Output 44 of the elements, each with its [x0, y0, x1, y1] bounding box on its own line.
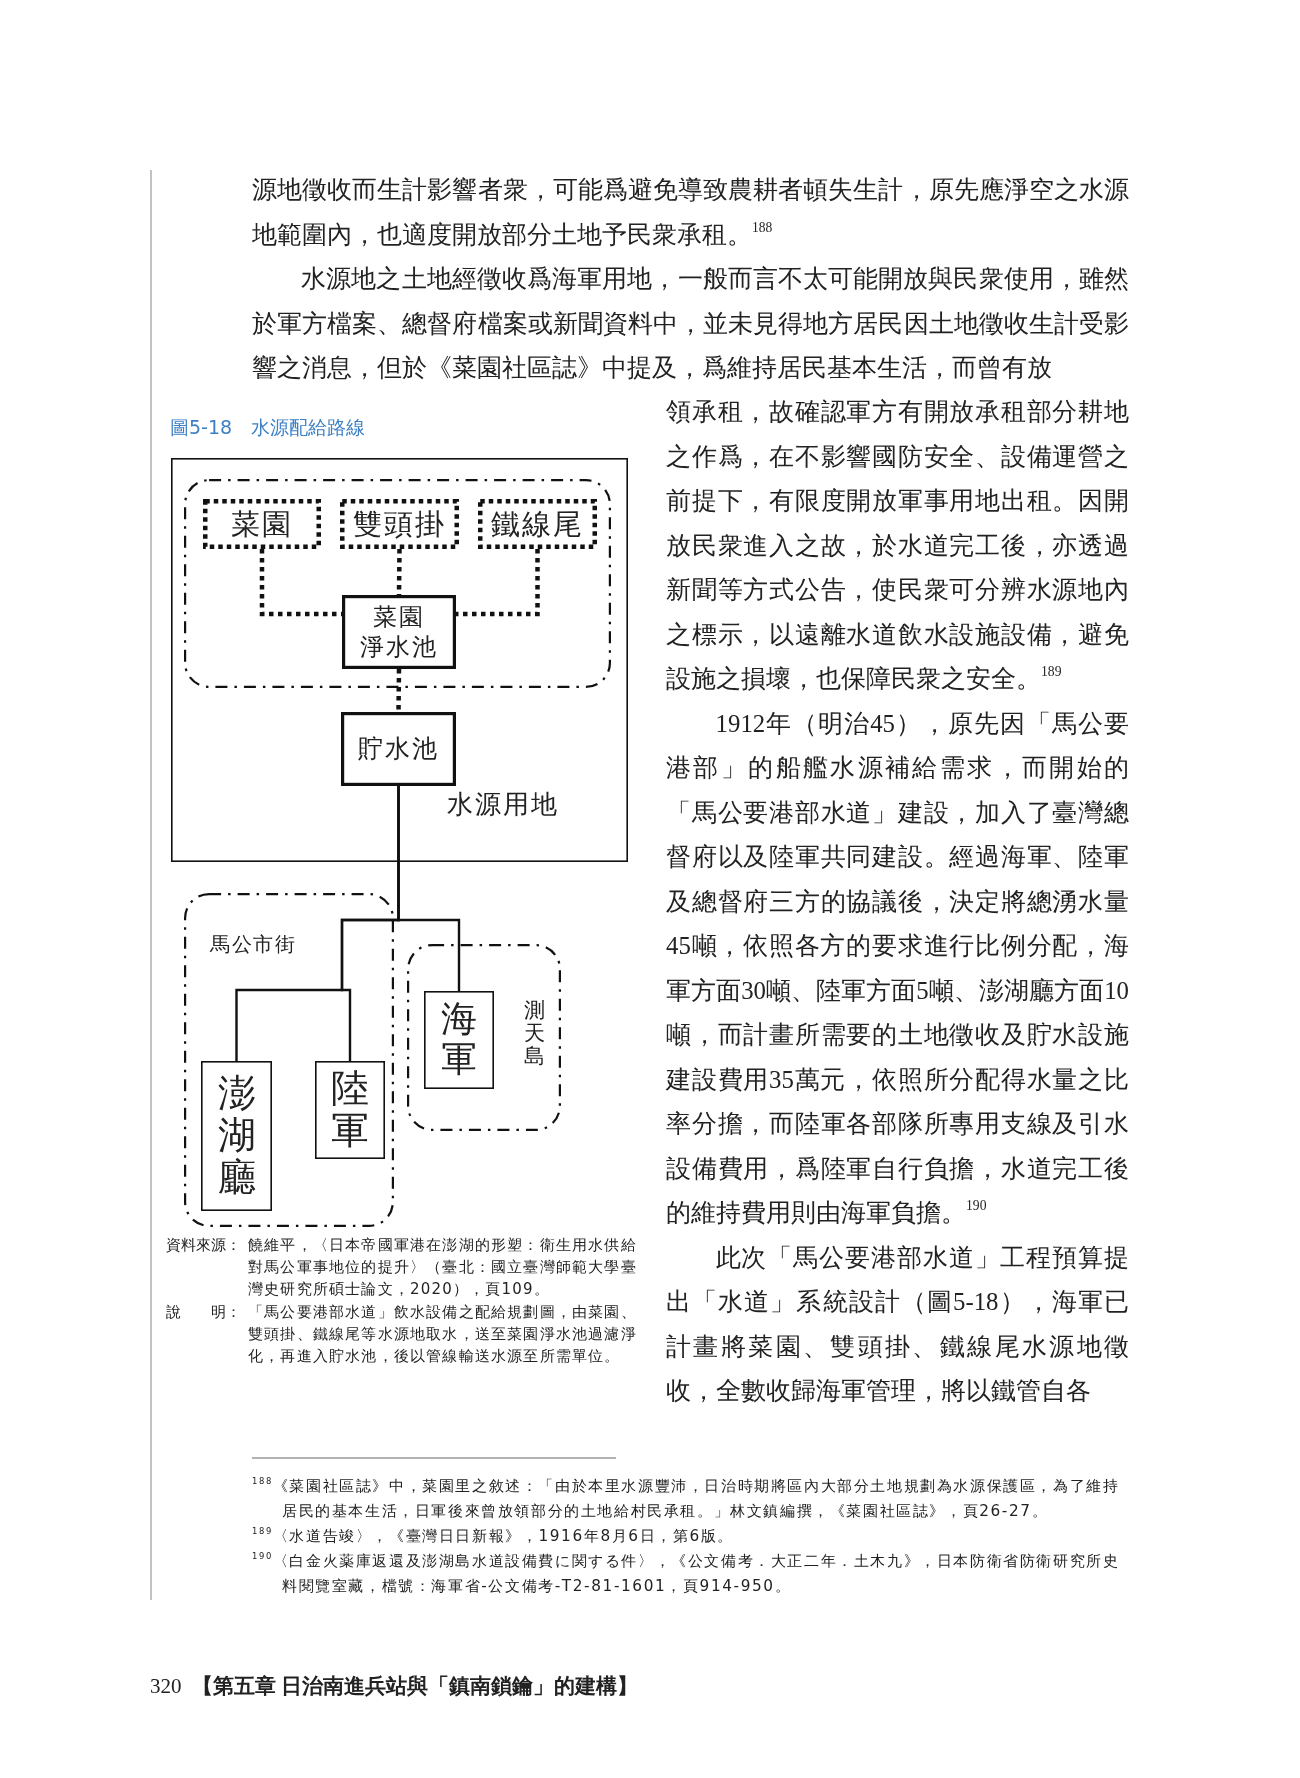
note-label: 說 明：	[166, 1302, 242, 1323]
footnote: $^{189}$〈水道告竣〉，《臺灣日日新報》，1916年8月6日，第6版。	[252, 1525, 735, 1547]
node-label: 菜園	[230, 506, 294, 542]
pipe-line	[396, 668, 402, 713]
node-label: 鐵線尾	[490, 506, 585, 542]
body-paragraph: 源地徵收而生計影響者衆，可能爲避免導致農耕者頓失生計，原先應淨空之水源地範圍內，也適度開放部分土地予民衆承租。$^{188}$	[252, 175, 1129, 250]
running-footer: 【第五章 日治南進兵站與「鎮南鎖鑰」的建構】	[191, 1672, 638, 1700]
district-region	[407, 944, 561, 1131]
dash-dot-region	[184, 479, 611, 688]
node-label: 淨水池	[360, 633, 438, 662]
pipe-line	[456, 549, 540, 617]
unit-box	[424, 991, 494, 1089]
district-region	[184, 893, 394, 1227]
land-boundary-box	[171, 458, 628, 862]
pipe-line	[397, 786, 461, 991]
body-paragraph: 領承租，故確認軍方有開放承租部分耕地之作爲，在不影響國防安全、設備運營之前提下，有限度開放軍事用地出租。因開放民衆進入之故，於水道完工後，亦透過新聞等方式公告，使民衆可分辨水源地內之標示，以遠離水道飲水設施設備，避免設施之損壞，也保障民衆之安全。$^{189}$	[666, 397, 1129, 694]
unit-box	[315, 1061, 385, 1159]
node-label: 水源用地	[447, 789, 560, 821]
footnote: $^{188}$《菜園社區誌》中，菜園里之敘述：「由於本里水源豐沛，日治時期將區內大部分土地規劃為水源保護區，為了維持居民的基本生活，日軍後來曾放領部分的土地給村民承租。」林文鎮編撰，《菜園社區誌》，頁26-27。	[252, 1475, 1121, 1522]
body-paragraph: 水源地之土地經徵收爲海軍用地，一般而言不太可能開放與民衆使用，雖然於軍方檔案、總督府檔案或新聞資料中，並未見得地方居民因土地徵收生計受影響之消息，但於《菜園社區誌》中提及，爲維持居民基本生活，而曾有放	[252, 264, 1129, 383]
node-label: 海軍	[441, 1000, 477, 1080]
water-source-box	[340, 499, 459, 549]
body-paragraph: 此次「馬公要港部水道」工程預算提出「水道」系統設計（圖5-18），海軍已計畫將菜園、雙頭掛、鐵線尾水源地徵收，全數收歸海軍管理，將以鐵管自各	[666, 1242, 1129, 1406]
node-label: 陸軍	[331, 1068, 369, 1152]
figure-title: 圖5-18 水源配給路線	[170, 415, 366, 440]
filter-tank-box	[342, 595, 456, 669]
source-label: 資料來源：	[166, 1235, 242, 1256]
pipe-line	[259, 549, 342, 617]
footnote: $^{190}$〈白金火薬庫返還及澎湖島水道設備費に関する件〉，《公文備考．大正二年．土木九》，日本防衛省防衛研究所史料閱覽室藏，檔號：海軍省-公文備考-T2-81-1601，頁914-950。	[252, 1550, 1121, 1597]
pipe-line	[396, 548, 402, 596]
node-label: 馬公市街	[210, 932, 297, 957]
node-label: 菜園	[373, 603, 425, 632]
node-label: 澎湖廳	[217, 1073, 256, 1199]
unit-box	[201, 1061, 272, 1211]
node-label: 雙頭掛	[352, 506, 447, 542]
source-text: 饒維平，〈日本帝國軍港在澎湖的形塑：衛生用水供給對馬公軍事地位的提升〉（臺北：國立臺灣師範大學臺灣史研究所碩士論文，2020），頁109。	[248, 1235, 638, 1300]
body-paragraph: 1912年（明治45），原先因「馬公要港部」的船艦水源補給需求，而開始的「馬公要港部水道」建設，加入了臺灣總督府以及陸軍共同建設。經過海軍、陸軍及總督府三方的協議後，決定將總湧水量45噸，依照各方的要求進行比例分配，海軍方面30噸、陸軍方面5噸、澎湖廳方面10噸，而計畫所需要的土地徵收及貯水設施建設費用35萬元，依照所分配得水量之比率分擔，而陸軍各部隊所專用支線及引水設備費用，爲陸軍自行負擔，水道完工後的維持費用則由海軍負擔。$^{190}$	[666, 708, 1129, 1228]
node-label: 測天島	[524, 999, 545, 1069]
page-number: 320	[150, 1673, 182, 1700]
reservoir-box	[341, 712, 456, 786]
note-text: 「馬公要港部水道」飲水設備之配給規劃圖，由菜園、雙頭掛、鐵線尾等水源地取水，送至菜園淨水池過濾淨化，再進入貯水池，後以管線輸送水源至所需單位。	[248, 1302, 638, 1367]
water-source-box	[478, 499, 597, 549]
water-source-box	[203, 499, 321, 549]
node-label: 貯水池	[358, 734, 439, 765]
